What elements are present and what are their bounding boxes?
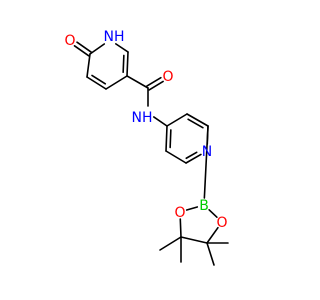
bond-c_pin1-c_pin2 [180,236,208,244]
bond-o_b1-c_pin1 [179,218,182,238]
atom-label-o_b1: O [174,205,185,221]
bond-layer [73,41,229,266]
bond-c_p4-c_p5-inner [91,74,107,85]
bond-c_p3-c_amide [126,75,149,89]
bond-b-o_b2 [208,209,218,218]
bond-c_q4-c_q5 [165,125,168,152]
bond-b-o_b1 [185,206,199,211]
bond-n_lactam-c_p2 [115,43,129,53]
bond-c_p3-c_p4 [105,75,128,90]
bond-o_b2-c_pin2 [206,226,219,244]
bond-c_q6-n_pyr [185,153,202,164]
bond-c_p5-c_lactam [86,53,91,78]
bond-c_q6-n_pyr-inner [185,151,198,160]
bond-o_lactam-c_lactam-a [73,45,90,57]
bond-c_q5-c_q6 [165,150,187,164]
atom-label-n_lactam: NH [104,29,125,45]
bond-c_q2-c_q3-inner [187,118,204,129]
bond-c_amide-o_amide-b [146,76,162,87]
bond-o_lactam-c_lactam-b [76,41,93,53]
bond-c_q4-c_q5-inner [169,129,172,149]
bond-c_p2-c_p3-inner [122,54,125,74]
atom-label-o_lactam: O [64,33,75,49]
bond-c_amide-o_amide-a [148,80,164,91]
bond-c_q2-b [203,125,209,199]
atom-label-n_amide: NH [132,110,153,126]
bond-c_q2-c_q3 [186,113,209,127]
bond-c_pin2-me3 [206,242,215,266]
atom-label-o_amide: O [162,69,173,85]
atom-label-b: B [199,198,209,214]
bond-n_amide-c_q4 [152,116,168,127]
bond-c_lactam-n_lactam [89,43,106,55]
bond-c_p2-c_p3 [126,51,129,77]
bond-c_pin1-me1 [159,236,182,251]
bond-c_p4-c_p5 [86,76,107,90]
bond-c_q3-c_q4 [166,113,188,127]
atom-label-o_b2: O [216,215,227,231]
atom-label-n_pyr: N [202,144,212,160]
